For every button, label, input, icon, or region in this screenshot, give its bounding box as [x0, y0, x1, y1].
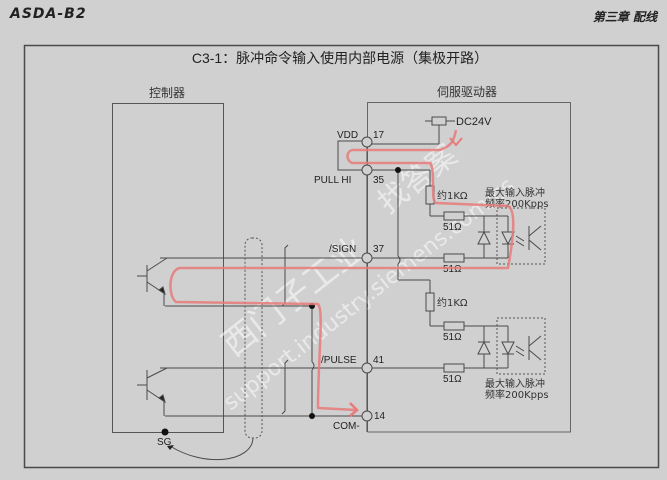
- sg-dot: [161, 428, 169, 436]
- pullup-label-lower: 约1KΩ: [437, 296, 468, 309]
- pin-number-14: 14: [374, 411, 386, 422]
- pin-number-17: 17: [373, 130, 385, 141]
- pin-label-com: COM-: [333, 421, 360, 432]
- terminal-14: [361, 410, 373, 422]
- series-label-2: 51Ω: [443, 264, 462, 275]
- transistor-upper-icon: [137, 257, 168, 306]
- product-logo: ASDA-B2: [10, 6, 87, 22]
- controller-label: 控制器: [149, 86, 185, 100]
- terminal-41: [361, 362, 373, 374]
- pin-number-35: 35: [373, 175, 385, 186]
- figure-frame: [23, 44, 660, 469]
- arrow-icon: [449, 137, 463, 147]
- series-resistor-4: [443, 363, 465, 373]
- series-label-4: 51Ω: [443, 374, 462, 385]
- optocoupler-box-upper: [496, 207, 546, 265]
- series-resistor-3: [443, 321, 465, 331]
- series-resistor-1: [443, 211, 465, 221]
- opto-note-upper-line2: 频率200Kpps: [485, 197, 549, 210]
- terminal-17: [361, 136, 373, 148]
- diode-icon: [477, 230, 491, 245]
- diode-icon: [477, 340, 491, 355]
- terminal-35: [361, 164, 373, 176]
- supply-fuse-icon: [431, 116, 447, 126]
- arrow-icon: [349, 402, 359, 417]
- series-label-1: 51Ω: [443, 222, 462, 233]
- led-icon: [501, 341, 515, 356]
- junction-dot: [309, 413, 315, 419]
- figure-title: C3-1：脉冲命令输入使用内部电源（集极开路）: [192, 50, 488, 66]
- transistor-lower-icon: [137, 367, 168, 416]
- pin-label-pulse: /PULSE: [321, 355, 357, 366]
- pullup-label-upper: 约1KΩ: [437, 189, 468, 202]
- junction-dot: [395, 167, 401, 173]
- chapter-title: 第三章 配线: [592, 10, 657, 24]
- pin-label-vdd: VDD: [337, 130, 358, 141]
- opto-note-lower-line2: 频率200Kpps: [485, 388, 549, 401]
- pullup-resistor-lower: [425, 292, 435, 312]
- opto-note-upper-line1: 最大输入脉冲: [485, 186, 545, 199]
- sg-label: SG: [157, 437, 172, 448]
- shield-cable: [244, 237, 263, 439]
- led-icon: [501, 231, 515, 246]
- series-resistor-2: [443, 253, 465, 263]
- series-label-3: 51Ω: [443, 332, 462, 343]
- optocoupler-box-lower: [496, 317, 546, 375]
- terminal-37: [361, 252, 373, 264]
- opto-note-lower-line1: 最大输入脉冲: [485, 377, 545, 390]
- shield-ground-wire: [169, 437, 254, 461]
- pin-label-sign: /SIGN: [329, 244, 356, 255]
- pin-number-37: 37: [373, 244, 385, 255]
- pin-number-41: 41: [373, 355, 385, 366]
- jumper-wire: [337, 140, 362, 171]
- supply-label: DC24V: [456, 116, 492, 128]
- servo-label: 伺服驱动器: [437, 85, 497, 99]
- pin-label-pull-hi: PULL HI: [314, 175, 351, 186]
- current-path-annotation: [169, 129, 515, 412]
